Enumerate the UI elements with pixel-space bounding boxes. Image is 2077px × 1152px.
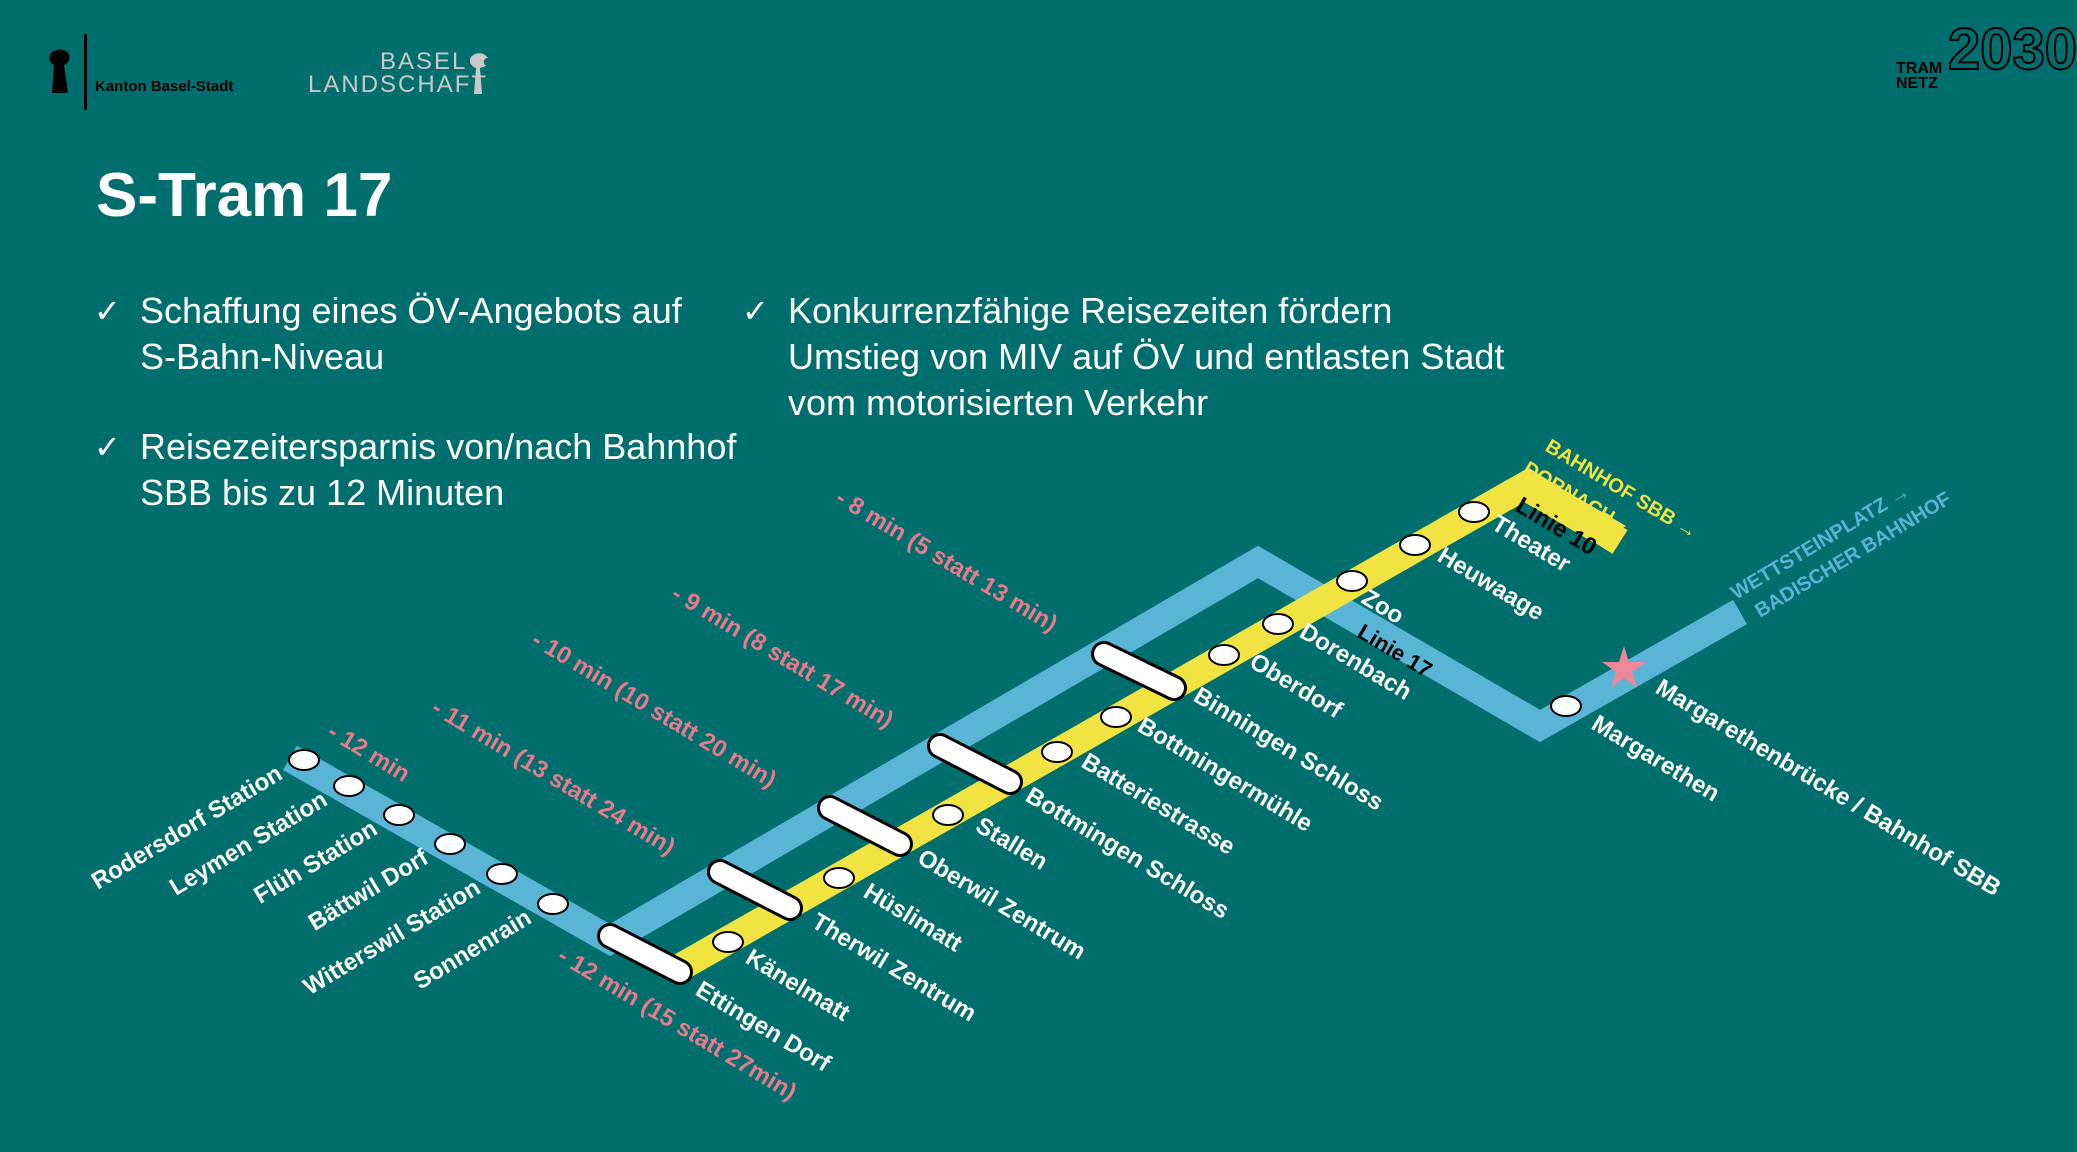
travel-time-label: - 11 min (13 statt 24 min) [427,694,680,861]
station-label: Stallen [971,812,1052,876]
station-marker [1041,741,1073,763]
check-icon: ✓ [742,293,769,329]
station-marker [383,804,415,826]
station-marker [712,931,744,953]
bullet-text: Reisezeitersparnis von/nach Bahnhof SBB … [140,426,737,513]
canton-bs-label: Kanton Basel-Stadt [95,77,234,95]
bullet-text: Konkurrenzfähige Reisezeiten fördern Ums… [788,290,1505,423]
station-marker [1262,613,1294,635]
logo-divider [84,34,87,110]
station-marker [1550,695,1582,717]
star-marker-icon [1602,646,1646,688]
tramnetz-text: TRAM NETZ [1896,60,1943,92]
station-marker [1208,644,1240,666]
station-marker [823,867,855,889]
interchange-marker [930,736,1020,792]
canton-bl-line1: BASEL [380,48,468,75]
station-marker [1399,534,1431,556]
interchange-marker [600,926,690,982]
tramnetz-line2: NETZ [1896,75,1938,92]
bullet-item: ✓ Reisezeitersparnis von/nach Bahnhof SB… [94,424,740,516]
logo-basel-landschaft: BASEL LANDSCHAFT [308,48,489,98]
interchange-marker [1094,644,1184,698]
station-marker [288,749,320,771]
station-marker [486,863,518,885]
bullet-text: Schaffung eines ÖV-Angebots auf S-Bahn-N… [140,290,682,377]
interchange-marker [820,798,910,854]
station-marker [333,775,365,797]
station-label: Bottmingen Schloss [1021,782,1234,925]
baselstab-red-icon [469,53,488,94]
station-marker [1336,570,1368,592]
baselstab-icon [49,49,70,93]
station-label: Witterswil Station [299,874,485,1001]
interchange-marker [710,862,800,918]
station-marker [932,804,964,826]
logo-basel-stadt: Kanton Basel-Stadt [46,34,233,110]
station-marker [1458,501,1490,523]
check-icon: ✓ [94,429,121,465]
stations-layer [288,501,1582,985]
check-icon: ✓ [94,293,121,329]
travel-time-label: - 9 min (8 statt 17 min) [667,580,898,734]
travel-time-label: - 8 min (5 statt 13 min) [831,484,1062,638]
bullet-item: ✓ Schaffung eines ÖV-Angebots auf S-Bahn… [94,288,700,380]
line10-label-box [1500,470,1626,544]
logo-tramnetz: 2030 TRAM NETZ [1892,20,2077,112]
bullet-item: ✓ Konkurrenzfähige Reisezeiten fördern U… [742,288,1508,426]
tramnetz-year: 2030 [1947,17,2077,82]
station-marker [1100,706,1132,728]
tramnetz-line1: TRAM [1896,60,1943,77]
station-marker [434,833,466,855]
station-marker [537,893,569,915]
page-title: S-Tram 17 [96,161,393,230]
canton-bl-line2: LANDSCHAFT [308,71,489,98]
